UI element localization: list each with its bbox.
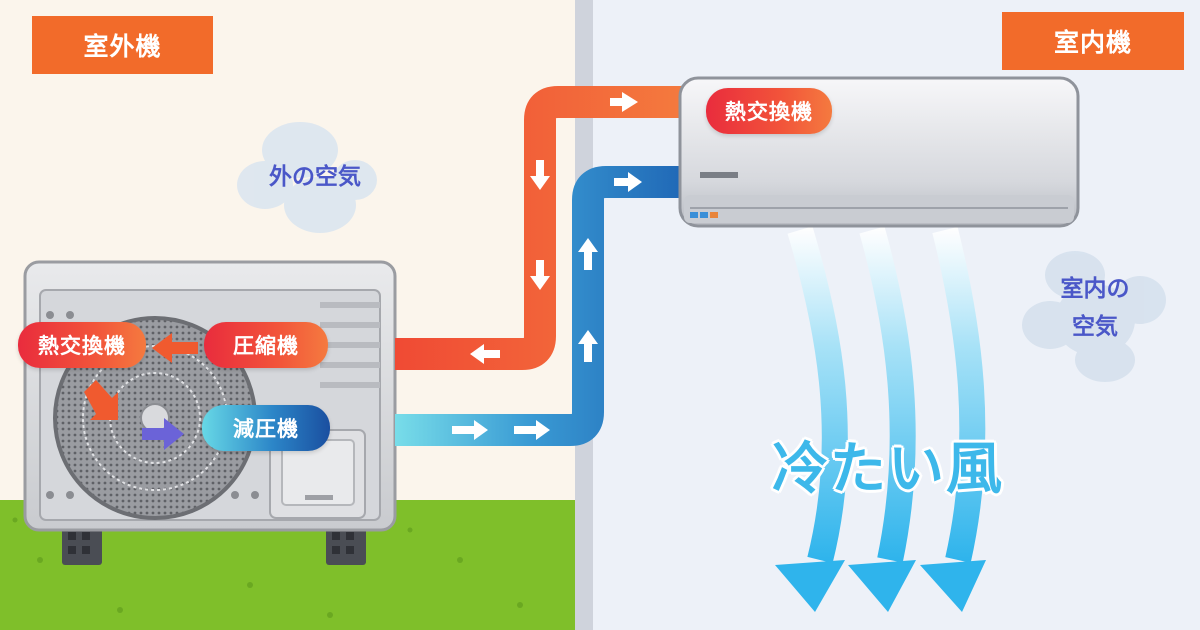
cold-wind-label: 冷たい風 xyxy=(772,437,1004,502)
hot-pipe-arrows xyxy=(470,92,638,364)
cool-wind-arrowhead-1 xyxy=(775,560,845,612)
indoor-unit-title: 室内機 xyxy=(1002,12,1184,70)
cold-refrigerant-pipe xyxy=(395,166,690,446)
indoor-air-label-line2: 空気 xyxy=(1072,314,1118,340)
compressor-to-exchanger-arrow xyxy=(152,333,198,363)
indoor-air-label-line1: 室内の xyxy=(1060,276,1130,302)
cool-wind-arrowhead-2 xyxy=(848,560,916,612)
cool-wind-arrow-1 xyxy=(787,226,848,564)
cool-wind-arrows xyxy=(775,226,986,612)
expansion-valve-label: 減圧機 xyxy=(202,405,330,451)
exchanger-down-arrow xyxy=(84,380,118,420)
compressor-label: 圧縮機 xyxy=(204,322,328,368)
outdoor-air-label: 外の空気 xyxy=(269,164,361,190)
outdoor-air-cloud xyxy=(237,122,377,233)
indoor-heat-exchanger-label: 熱交換機 xyxy=(706,88,832,134)
cold-pipe-arrows xyxy=(452,172,642,440)
cool-wind-arrow-3 xyxy=(932,226,986,563)
indoor-air-label: 室内の 空気 xyxy=(1040,270,1150,346)
outdoor-unit-title: 室外機 xyxy=(32,16,213,74)
cool-wind-arrow-2 xyxy=(859,226,916,563)
indoor-air-cloud xyxy=(1022,251,1166,382)
to-expansion-arrow xyxy=(142,418,184,450)
hot-refrigerant-pipe xyxy=(395,86,690,370)
cool-wind-arrowhead-3 xyxy=(920,560,986,612)
outdoor-heat-exchanger-label: 熱交換機 xyxy=(18,322,146,368)
